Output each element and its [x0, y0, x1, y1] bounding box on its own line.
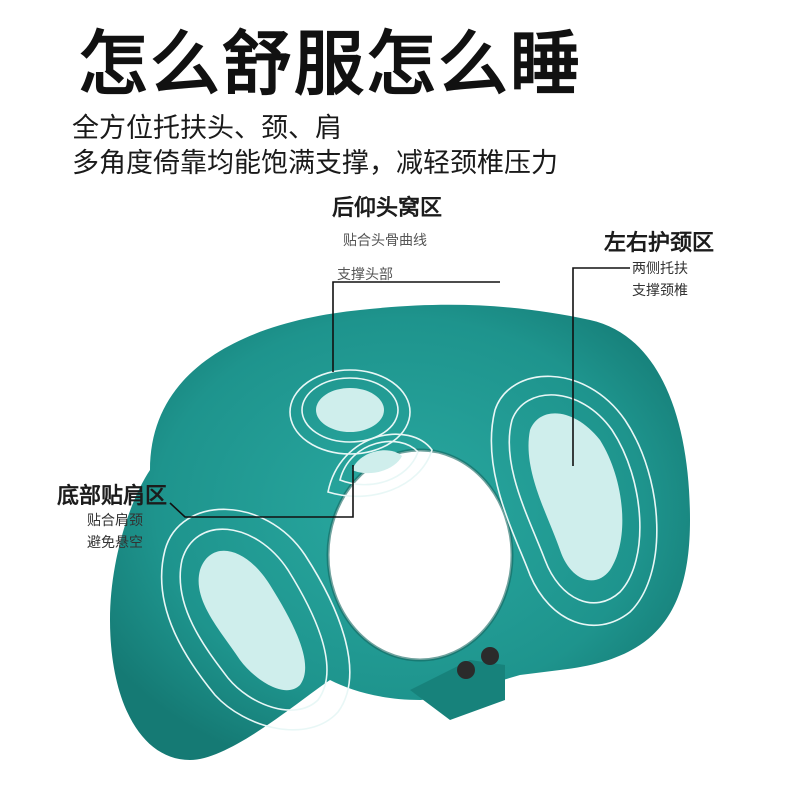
snap-button-icon — [457, 661, 475, 679]
leader-line-bottom-shoulder — [169, 465, 354, 518]
zone-bottom-shoulder-title: 底部贴肩区 — [57, 484, 168, 509]
zone-side-neck-desc-1: 两侧托扶 — [632, 261, 688, 277]
zone-back-head-note: 支撑头部 — [337, 267, 393, 283]
zone-side-neck-desc-2: 支撑颈椎 — [632, 283, 688, 299]
leader-line-back-head — [332, 281, 500, 372]
leader-line-side-neck — [572, 267, 630, 466]
zone-bottom-shoulder-desc-1: 贴合肩颈 — [87, 513, 143, 529]
snap-button-icon — [481, 647, 499, 665]
zone-back-head-title: 后仰头窝区 — [332, 196, 443, 221]
subtitle-line-1: 全方位托扶头、颈、肩 — [72, 113, 342, 144]
center-pad — [327, 433, 433, 498]
zone-back-head-desc: 贴合头骨曲线 — [343, 233, 427, 249]
zone-side-neck-title: 左右护颈区 — [604, 231, 715, 256]
headline: 怎么舒服怎么睡 — [78, 23, 582, 105]
zone-bottom-shoulder-desc-2: 避免悬空 — [87, 535, 143, 551]
right-neck-pad — [490, 375, 658, 627]
left-shoulder-pad — [160, 508, 351, 731]
subtitle-line-2: 多角度倚靠均能饱满支撑，减轻颈椎压力 — [72, 148, 558, 179]
head-pad — [289, 369, 411, 455]
